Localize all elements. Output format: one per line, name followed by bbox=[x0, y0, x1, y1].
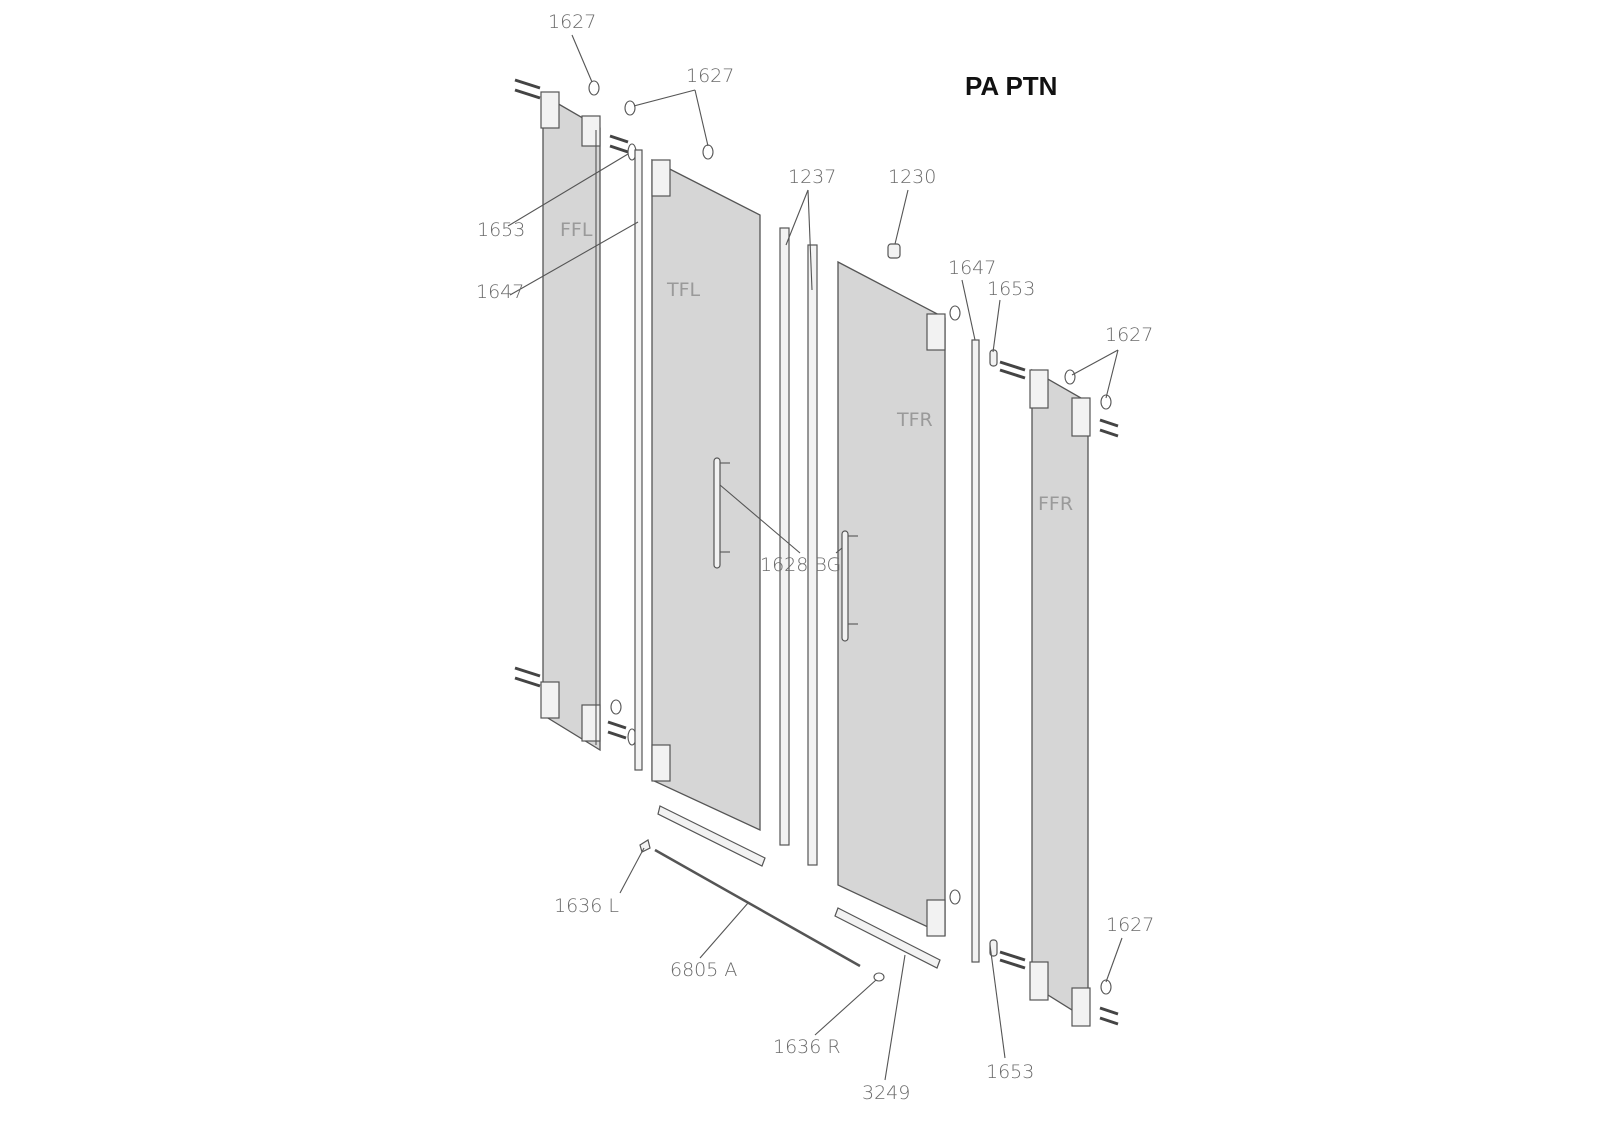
fixed-panel-right bbox=[989, 349, 1119, 1027]
door-handle-left bbox=[713, 457, 721, 569]
part-label-1230: 1230 bbox=[888, 166, 936, 188]
part-label-1653: 1653 bbox=[986, 1061, 1034, 1083]
part-label-1628-bg: 1628 BG bbox=[760, 554, 841, 576]
clip-part bbox=[887, 243, 901, 259]
panel-label-ffr: FFR bbox=[1038, 493, 1073, 515]
end-cap-left bbox=[639, 839, 651, 853]
part-label-1647: 1647 bbox=[476, 281, 524, 303]
part-label-1647: 1647 bbox=[948, 257, 996, 279]
part-label-1627: 1627 bbox=[686, 65, 734, 87]
part-label-1627: 1627 bbox=[548, 11, 596, 33]
part-label-6805-a: 6805 A bbox=[670, 959, 737, 981]
magnetic-strip-b bbox=[807, 244, 818, 866]
panel-label-tfl: TFL bbox=[666, 279, 701, 301]
part-label-1636-l: 1636 L bbox=[554, 895, 619, 917]
door-handle-right bbox=[841, 530, 849, 642]
fixed-panel-left bbox=[514, 78, 637, 752]
diagram-title: PA PTN bbox=[965, 71, 1057, 101]
leader-lines bbox=[507, 34, 1123, 1081]
seal-strip-left bbox=[634, 149, 643, 771]
part-label-1237: 1237 bbox=[788, 166, 836, 188]
door-panel-left bbox=[651, 144, 761, 832]
part-label-1627: 1627 bbox=[1106, 914, 1154, 936]
part-label-1653: 1653 bbox=[987, 278, 1035, 300]
part-label-1627: 1627 bbox=[1105, 324, 1153, 346]
bottom-guide-right bbox=[834, 907, 941, 969]
seal-strip-right bbox=[971, 339, 980, 963]
part-label-1653: 1653 bbox=[477, 219, 525, 241]
bottom-guide-left bbox=[657, 805, 766, 867]
part-label-1636-r: 1636 R bbox=[773, 1036, 841, 1058]
part-label-3249: 3249 bbox=[862, 1082, 910, 1104]
panel-label-tfr: TFR bbox=[896, 409, 933, 431]
panel-label-ffl: FFL bbox=[560, 219, 593, 241]
rod-6805a bbox=[654, 848, 861, 968]
end-cap-right bbox=[873, 972, 885, 982]
door-panel-right bbox=[837, 260, 961, 937]
